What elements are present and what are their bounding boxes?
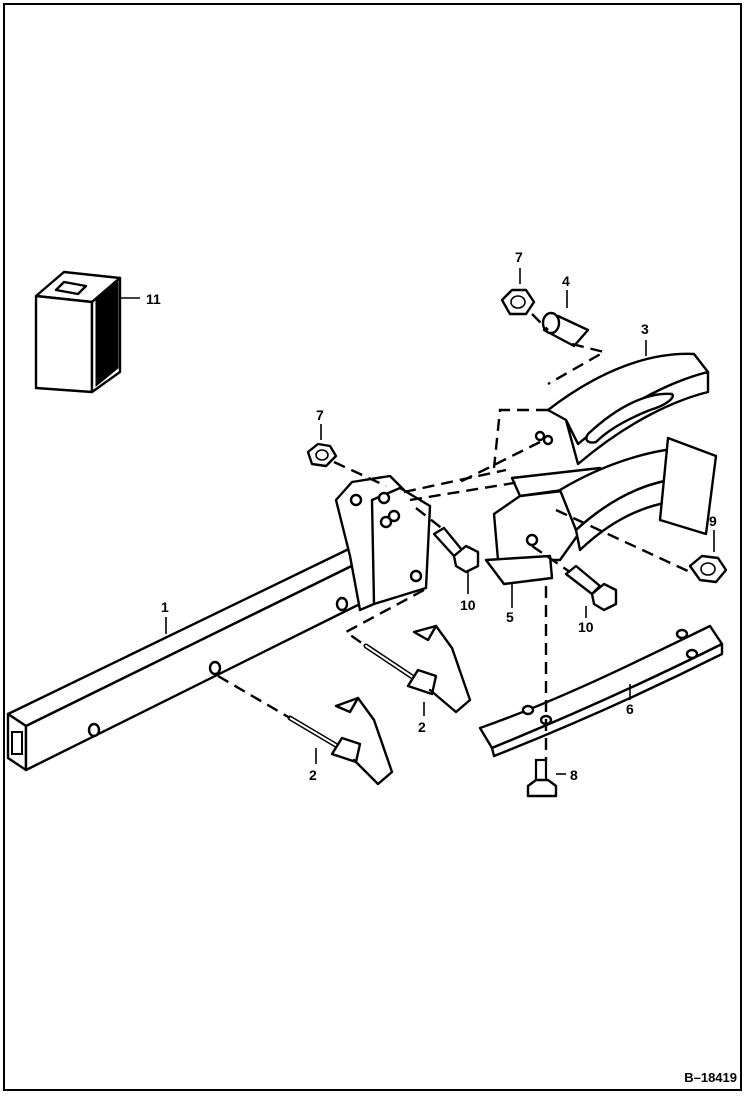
- callout-8: 8: [570, 767, 578, 783]
- callout-1: 1: [161, 599, 169, 615]
- part-2-pin-lower[interactable]: [287, 696, 394, 786]
- part-7-nut-left[interactable]: [306, 442, 338, 468]
- part-4-spacer[interactable]: [541, 311, 590, 348]
- leader-lines: [121, 268, 715, 775]
- part-1-tube-arm[interactable]: [6, 474, 432, 772]
- callout-5: 5: [506, 609, 514, 625]
- callout-7-left: 7: [316, 407, 324, 423]
- part-2-pin-upper[interactable]: [363, 624, 472, 714]
- callout-6: 6: [626, 701, 634, 717]
- callout-2-upper: 2: [418, 719, 426, 735]
- figure-reference-number: B–18419: [684, 1070, 737, 1085]
- part-8-bolt[interactable]: [526, 758, 558, 798]
- callout-labels: 11 1 2 2 3 4 5 6 7 7 8 9 10 10: [146, 249, 717, 783]
- part-6-wear-strip[interactable]: [478, 624, 724, 758]
- callout-3: 3: [641, 321, 649, 337]
- callout-10-left: 10: [460, 597, 476, 613]
- callout-7-top: 7: [515, 249, 523, 265]
- callout-9: 9: [709, 513, 717, 529]
- part-11-box[interactable]: [34, 270, 122, 394]
- callout-2-lower: 2: [309, 767, 317, 783]
- part-3-bracket-plate[interactable]: [534, 352, 710, 466]
- assembly-dashed-lines: [217, 313, 691, 760]
- part-10-bolt-left[interactable]: [432, 526, 480, 574]
- part-7-nut-top[interactable]: [500, 288, 536, 316]
- callout-10-right: 10: [578, 619, 594, 635]
- part-9-nut[interactable]: [688, 554, 728, 584]
- callout-4: 4: [562, 273, 570, 289]
- part-10-bolt-right[interactable]: [564, 564, 618, 612]
- part-5-track-bracket[interactable]: [484, 436, 718, 586]
- callout-11: 11: [146, 291, 161, 307]
